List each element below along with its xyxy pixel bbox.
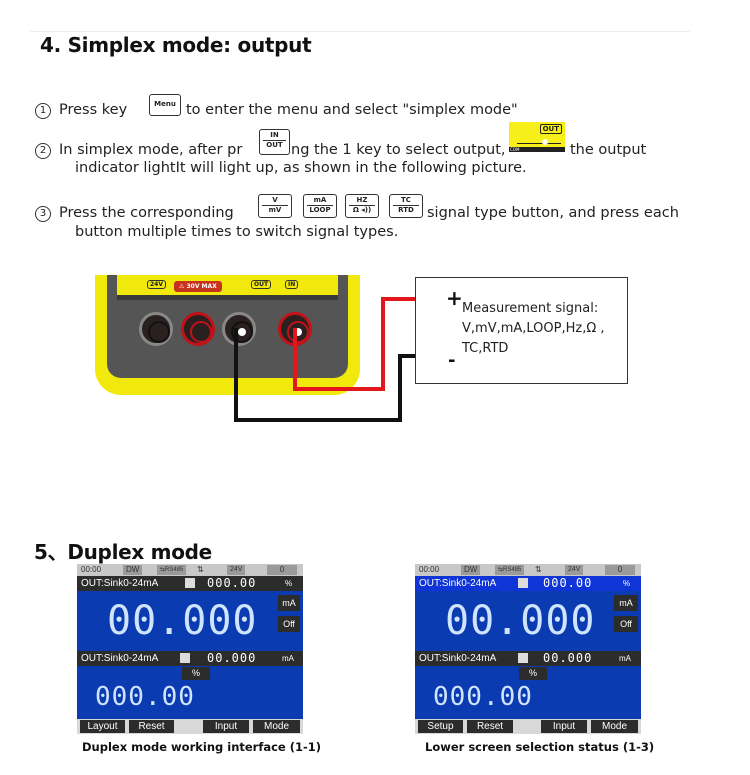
warning-30v-max: ⚠ 30V MAX <box>174 281 222 292</box>
reset-button[interactable]: Reset <box>129 720 174 733</box>
section-4-title: 4. Simplex mode: output <box>40 33 312 57</box>
unit-chip: mA <box>614 595 638 611</box>
caption-lower-selection: Lower screen selection status (1-3) <box>425 740 655 754</box>
section-5-title: 5、Duplex mode <box>34 540 212 564</box>
lower-display: % 000.00 <box>415 666 641 719</box>
lower-display: % 000.00 <box>77 666 303 719</box>
step-number: 2 <box>35 143 51 159</box>
step-3: 3 Press the corresponding <box>35 203 234 223</box>
input-button[interactable]: Input <box>541 720 587 733</box>
percent-chip: % <box>519 667 547 680</box>
jack-in-minus-24v <box>139 312 173 346</box>
power-24v-icon: 24V <box>565 565 584 575</box>
measurement-signal-box <box>415 277 628 384</box>
layout-button[interactable]: Layout <box>80 720 125 733</box>
red-wire <box>293 297 425 391</box>
step-2: 2 In simplex mode, after pr <box>35 140 242 160</box>
mode-button[interactable]: Mode <box>591 720 638 733</box>
menu-key-icon: Menu <box>149 94 181 116</box>
step-2-text-end: the output <box>570 142 647 158</box>
output-state-chip: Off <box>278 616 300 632</box>
battery-indicator: 0 <box>605 565 635 575</box>
ramp-icon <box>518 653 528 663</box>
step-text: Press the corresponding <box>59 205 234 221</box>
lower-value: 000.00 <box>433 682 533 712</box>
reset-button[interactable]: Reset <box>467 720 513 733</box>
tag-24v: 24V <box>147 280 166 289</box>
softkey-bar: Setup Reset Input Mode <box>415 719 641 734</box>
step-3-text-after: signal type button, and press each <box>427 205 679 221</box>
main-display: 00.000 mA Off <box>415 591 641 651</box>
transfer-arrows-icon: ⇅ <box>535 565 542 574</box>
lcd-screen-lower-selection: 00:00 DW ⇆RS485 ⇅ 24V 0 OUT:Sink0-24mA 0… <box>415 564 641 734</box>
lower-value: 000.00 <box>95 682 195 712</box>
lcd-screen-duplex: 00:00 DW ⇆RS485 ⇅ 24V 0 OUT:Sink0-24mA 0… <box>77 564 303 734</box>
minus-sign: - <box>448 350 456 371</box>
black-wire <box>234 328 425 422</box>
step-1-text-after: to enter the menu and select "simplex mo… <box>186 102 518 118</box>
jack-in-plus <box>181 312 215 346</box>
step-text: Press key <box>59 102 128 118</box>
main-value: 00.000 <box>445 598 596 644</box>
power-24v-icon: 24V <box>227 565 246 575</box>
rs485-icon: ⇆RS485 <box>495 565 525 575</box>
status-bar: 00:00 DW ⇆RS485 ⇅ 24V 0 <box>415 564 641 576</box>
mode-button[interactable]: Mode <box>253 720 300 733</box>
softkey-bar: Layout Reset Input Mode <box>77 719 303 734</box>
step-3-line-2: button multiple times to switch signal t… <box>75 224 399 240</box>
ramp-icon <box>185 578 195 588</box>
unit-chip: mA <box>278 595 300 611</box>
top-divider <box>30 31 690 32</box>
input-button[interactable]: Input <box>203 720 249 733</box>
step-text: In simplex mode, after pr <box>59 142 243 158</box>
caption-duplex-interface: Duplex mode working interface (1-1) <box>82 740 322 754</box>
status-bar: 00:00 DW ⇆RS485 ⇅ 24V 0 <box>77 564 303 576</box>
ramp-icon <box>180 653 190 663</box>
plus-sign: + <box>446 286 463 310</box>
tag-out: OUT <box>251 280 272 289</box>
measurement-signal-text: Measurement signal: V,mV,mA,LOOP,Hz,Ω , … <box>462 301 605 356</box>
percent-chip: % <box>182 667 210 680</box>
dw-badge: DW <box>123 565 143 575</box>
main-display: 00.000 mA Off <box>77 591 303 651</box>
dw-badge: DW <box>461 565 481 575</box>
jack-com <box>222 312 256 346</box>
output-row[interactable]: OUT:Sink0-24mA 000.00 % <box>77 576 303 591</box>
tag-in: IN <box>285 280 299 289</box>
battery-indicator: 0 <box>267 565 297 575</box>
second-output-row[interactable]: OUT:Sink0-24mA 00.000 mA <box>77 651 303 666</box>
step-number: 3 <box>35 206 51 222</box>
output-indicator-icon: OUT COM <box>509 122 565 152</box>
step-2-line-2: indicator lightIt will light up, as show… <box>75 160 527 176</box>
ramp-icon <box>518 578 528 588</box>
main-value: 00.000 <box>107 598 258 644</box>
step-1: 1 Press key <box>35 100 127 120</box>
device-illustration: 24V ⚠ 30V MAX OUT IN <box>95 275 360 395</box>
output-row-selected[interactable]: OUT:Sink0-24mA 000.00 % <box>415 576 641 591</box>
step-2-text-after: ng the 1 key to select output, <box>291 142 506 158</box>
setup-button[interactable]: Setup <box>418 720 463 733</box>
transfer-arrows-icon: ⇅ <box>197 565 204 574</box>
step-number: 1 <box>35 103 51 119</box>
second-output-row[interactable]: OUT:Sink0-24mA 00.000 mA <box>415 651 641 666</box>
rs485-icon: ⇆RS485 <box>157 565 187 575</box>
output-state-chip: Off <box>614 616 638 632</box>
